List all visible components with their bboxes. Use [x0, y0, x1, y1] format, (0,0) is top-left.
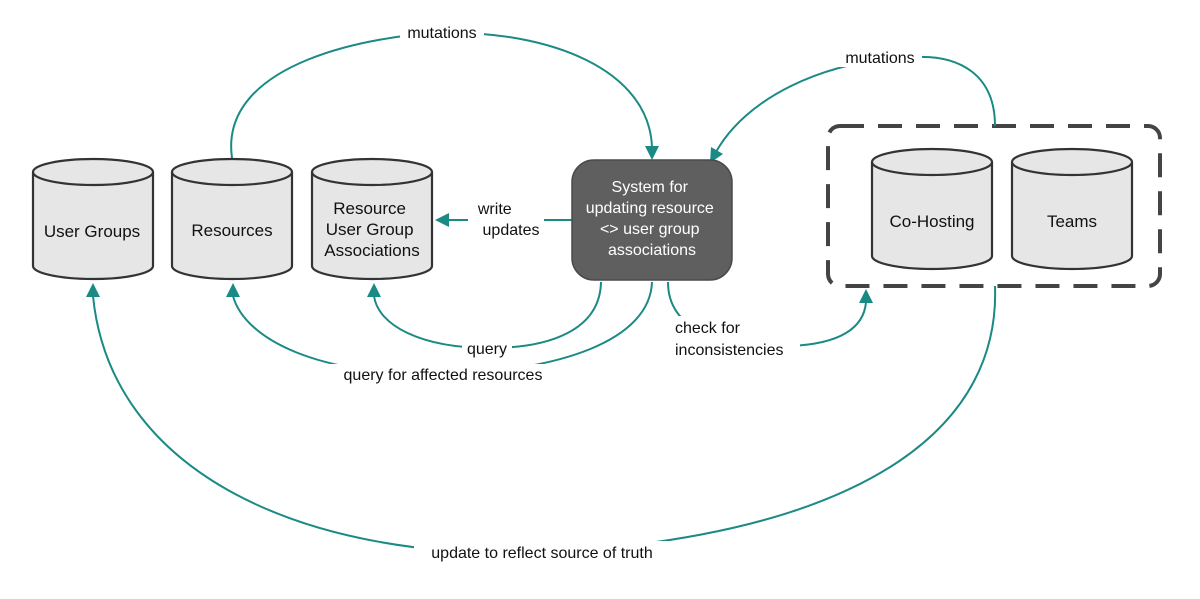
label-line: Associations	[324, 241, 419, 260]
edge-label-update-truth: update to reflect source of truth	[414, 541, 670, 563]
node-system: System for updating resource <> user gro…	[571, 159, 733, 281]
edge-update-truth	[92, 285, 997, 555]
label-line: System for	[612, 179, 689, 196]
label-line: query for affected resources	[344, 367, 543, 384]
edge-query-affected	[232, 281, 653, 376]
svg-text:mutations: mutations	[845, 50, 914, 67]
cylinder-body	[31, 172, 155, 281]
label-line: Co-Hosting	[889, 212, 974, 231]
label-line: mutations	[407, 25, 476, 42]
svg-text:check for inconsistencie: check for inconsistencies	[675, 320, 784, 359]
cylinder-top	[170, 157, 294, 187]
label-line: User Groups	[44, 222, 140, 241]
cylinder-top	[31, 157, 155, 187]
node-co-hosting: Co-Hosting	[870, 147, 994, 271]
cylinder-body	[170, 172, 294, 281]
cylinder-top	[1010, 147, 1134, 177]
edge-check-inconsistencies-arrowhead	[859, 289, 873, 303]
edge-query-arrowhead	[367, 283, 381, 297]
label-line: update to reflect source of truth	[431, 545, 652, 562]
cylinder-body	[1010, 162, 1134, 271]
label-line: User Group	[326, 220, 414, 239]
edge-write-updates-arrowhead	[435, 213, 449, 227]
edge-update-truth-arrowhead	[86, 283, 100, 297]
svg-text:query: query	[467, 341, 507, 358]
label-line: mutations	[845, 50, 914, 67]
cylinder-top	[870, 147, 994, 177]
svg-text:Resource User Group: Resource User Group Associations	[324, 199, 419, 260]
svg-text:query for affected resources: query for affected resources	[344, 367, 543, 384]
edge-mutations-right	[715, 55, 996, 153]
node-user-groups: User Groups	[31, 157, 155, 281]
edge-mutations-left-arrowhead	[645, 146, 659, 160]
svg-text:update to reflect source of tr: update to reflect source of truth	[431, 545, 652, 562]
system-box	[571, 159, 733, 281]
node-resources: Resources	[170, 157, 294, 281]
cylinder-body	[870, 162, 994, 271]
svg-text:System for updating reso: System for updating resource <> user gro…	[586, 179, 719, 259]
edge-label-mutations-right: mutations	[838, 47, 922, 67]
svg-text:User Groups: User Groups	[44, 222, 140, 241]
label-line: Resources	[191, 221, 272, 240]
node-teams: Teams	[1010, 147, 1134, 271]
edge-mutations-right-arrowhead	[710, 147, 723, 163]
label-line: check for	[675, 320, 741, 337]
label-line: query	[467, 341, 507, 358]
cylinder-top	[310, 157, 434, 187]
label-line: write	[477, 201, 512, 218]
edge-label-check-inconsistencies: check for inconsistencies	[672, 316, 800, 360]
cylinder-body	[310, 172, 434, 281]
edge-mutations-left	[230, 31, 653, 159]
edge-label-write-updates: write updates	[468, 198, 544, 242]
svg-text:Resources: Resources	[191, 221, 272, 240]
edge-label-query: query	[462, 338, 512, 358]
label-line: Teams	[1047, 212, 1097, 231]
label-line: updates	[483, 222, 540, 239]
edge-label-query-affected: query for affected resources	[328, 364, 558, 385]
label-line: <> user group	[600, 221, 700, 238]
label-line: associations	[608, 242, 696, 259]
svg-text:write updates: write updates	[477, 201, 540, 239]
edge-query-affected-arrowhead	[226, 283, 240, 297]
svg-text:mutations: mutations	[407, 25, 476, 42]
label-line: Resource	[333, 199, 406, 218]
label-line: inconsistencies	[675, 342, 784, 359]
node-resource-user-group-associations: Resource User Group Associations	[310, 157, 434, 281]
label-line: updating resource	[586, 200, 714, 217]
edge-label-mutations-left: mutations	[400, 22, 484, 42]
svg-text:Co-Hosting: Co-Hosting	[889, 212, 974, 231]
svg-text:Teams: Teams	[1047, 212, 1097, 231]
